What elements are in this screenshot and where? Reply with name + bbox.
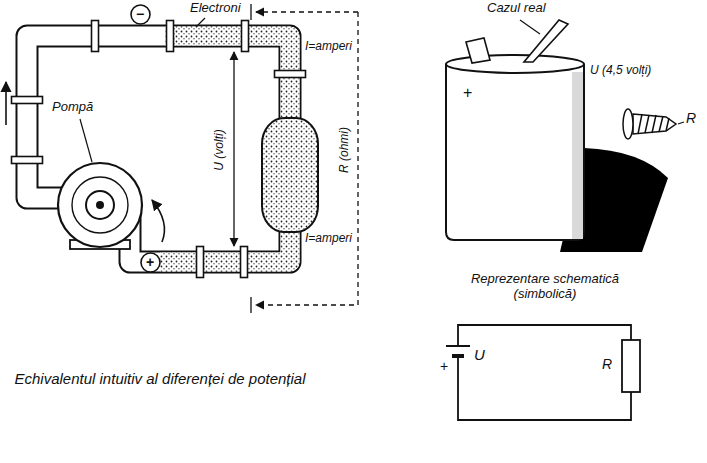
- pipe-flanges: [12, 21, 306, 278]
- flange: [241, 247, 248, 278]
- resistance-path: [256, 12, 358, 305]
- voltage-label: U (volți): [213, 129, 227, 170]
- resistor-symbol: [622, 340, 640, 392]
- flange: [167, 21, 174, 52]
- flange: [12, 97, 43, 104]
- current-label: I=amperi: [305, 40, 352, 54]
- pump-housing: [58, 163, 142, 247]
- polarity-sign: +: [440, 358, 448, 374]
- flange: [92, 21, 99, 52]
- flange: [275, 71, 306, 78]
- polarity-circle: −: [130, 4, 151, 25]
- circle-outline: [141, 253, 160, 272]
- circle-outline: [131, 5, 150, 24]
- flange: [197, 247, 204, 278]
- pump-axle: [96, 201, 104, 209]
- voltage-arrow: [233, 52, 234, 246]
- voltage-label: U (4,5 volți): [590, 64, 651, 78]
- battery-body: [446, 64, 584, 240]
- flow-arrow: [5, 82, 7, 125]
- flange: [242, 21, 249, 52]
- screw: [623, 109, 676, 139]
- current-label: I=amperi: [305, 232, 352, 246]
- schematic-wire: [458, 325, 631, 420]
- polarity-sign: +: [146, 255, 154, 269]
- resistance-bulge: [262, 118, 318, 232]
- title-label: Cazul real: [487, 1, 546, 16]
- pump: [58, 163, 142, 249]
- figure-caption: Echivalentul intuitiv al diferenței de p…: [10, 370, 310, 387]
- flange: [12, 157, 43, 164]
- resistance-label: R: [602, 356, 612, 372]
- flow-arrow: [152, 200, 164, 242]
- resistance-label: R (ohmi): [338, 127, 352, 173]
- polarity-circle: +: [140, 252, 161, 273]
- battery-symbol: [452, 354, 464, 358]
- leader-line: [520, 20, 540, 34]
- leader-line: [678, 122, 684, 124]
- polarity-sign: −: [136, 7, 144, 21]
- battery-side-shade: [572, 72, 583, 239]
- pipe-inside: [27, 36, 290, 262]
- pump-rotor: [72, 177, 128, 233]
- pump-hub: [86, 191, 114, 219]
- resistance-path: [256, 11, 358, 12]
- flow-label: Electroni: [190, 1, 241, 16]
- polarity-sign: +: [463, 84, 472, 102]
- battery-terminal: [524, 20, 568, 62]
- battery-symbol: [446, 345, 470, 347]
- screw-head: [623, 109, 633, 139]
- pipe-outline: [27, 36, 290, 262]
- pump-label: Pompă: [52, 100, 93, 115]
- section-title: Reprezentare schematică (simbolică): [450, 272, 640, 302]
- leader-line: [196, 18, 205, 27]
- battery-terminal: [466, 38, 490, 63]
- battery-top: [446, 55, 584, 73]
- screw-thread: [638, 114, 669, 134]
- voltage-symbol: U: [474, 346, 485, 363]
- resistance-label: R: [686, 110, 696, 126]
- screw-body: [633, 114, 676, 134]
- leader-line: [80, 119, 92, 162]
- tick: [250, 4, 251, 313]
